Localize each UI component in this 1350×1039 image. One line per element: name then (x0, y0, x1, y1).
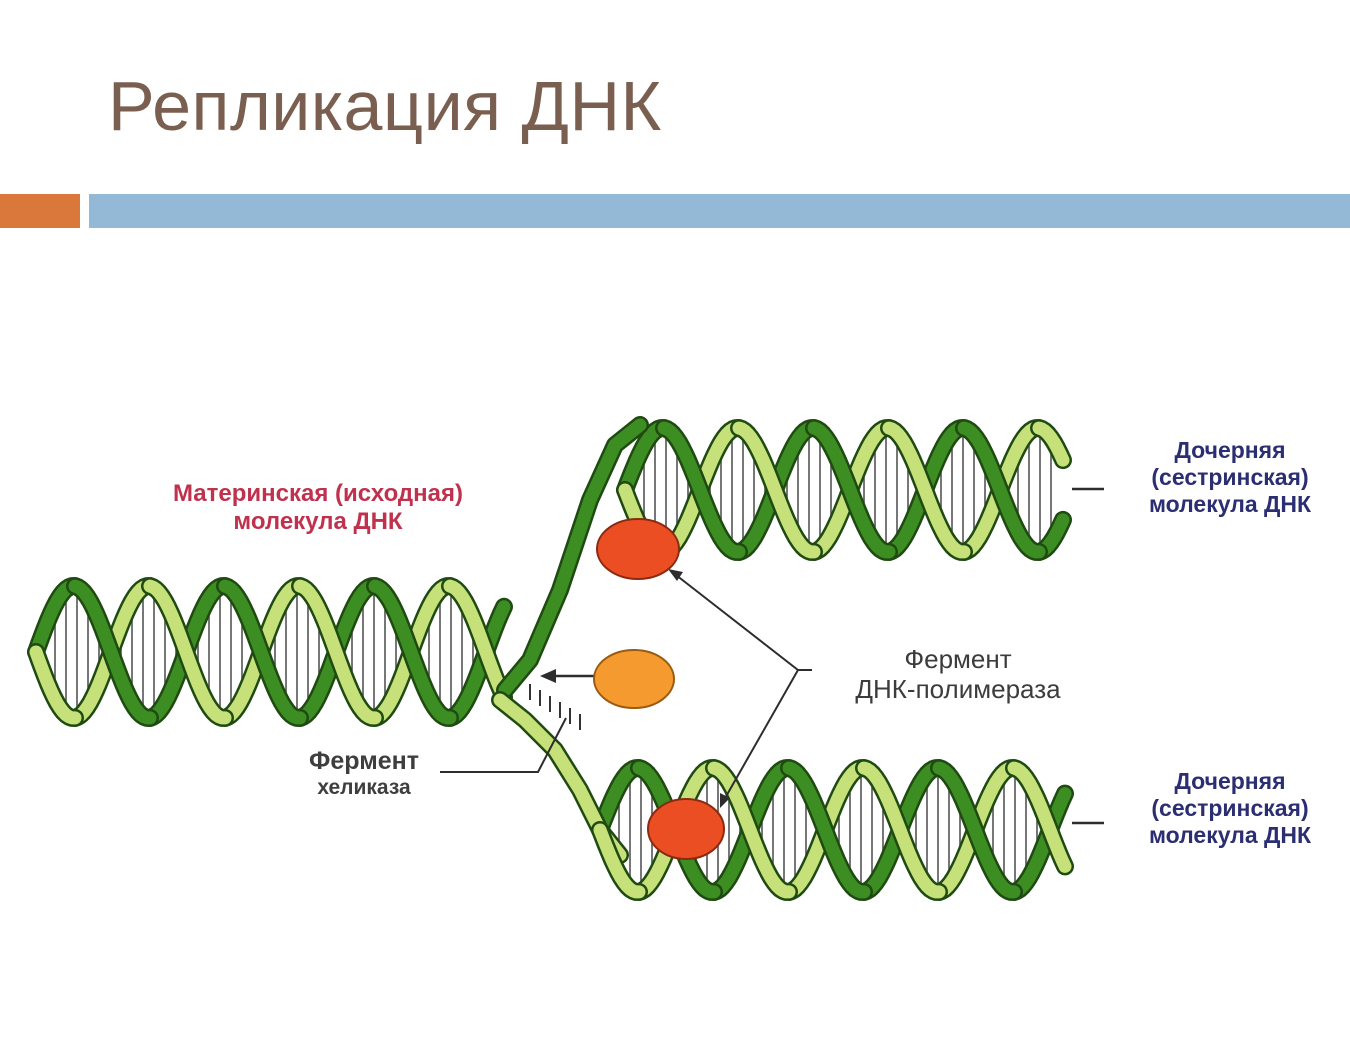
mother-light-strand (291, 577, 384, 727)
daughter-top-dark-strand (805, 419, 898, 561)
helicase-enzyme (593, 649, 675, 709)
daughter-top-line3: молекула ДНК (1148, 490, 1312, 517)
mother-light-strand (141, 577, 234, 727)
mother-label-line2: молекула ДНК (233, 508, 403, 536)
helicase-arrowhead (540, 669, 556, 683)
title-accent-orange (0, 194, 80, 228)
daughter-top-line1: Дочерняя (1174, 437, 1286, 463)
helicase-label: Фермент хеликаза (264, 747, 464, 801)
helicase-label-line2: хеликаза (317, 776, 411, 800)
dna-polymerase-bottom (647, 798, 725, 860)
dna-polymerase-top (596, 518, 680, 580)
daughter-bottom-dark-strand (930, 759, 1023, 901)
daughter-top-light-strand (1030, 419, 1072, 470)
strands-front (27, 416, 1074, 901)
helicase-fork-teeth (529, 684, 581, 730)
polymerase-label: Фермент ДНК-полимераза (808, 644, 1108, 705)
polymerase-label-line2: ДНК-полимераза (855, 674, 1061, 705)
daughter-bottom-dark-strand (780, 759, 873, 901)
mother-dark-strand (216, 577, 309, 727)
daughter-top-line2: (сестринская) (1151, 463, 1309, 490)
daughter-bottom-dark-strand (1005, 784, 1074, 901)
mother-light-strand (27, 643, 84, 727)
daughter-bottom-light-strand (591, 821, 648, 901)
polymerase-leader-top (675, 574, 812, 671)
daughter-bottom-line1: Дочерняя (1174, 768, 1286, 794)
helicase-leader (440, 717, 567, 773)
mother-molecule-label: Материнская (исходная) молекула ДНК (118, 480, 518, 536)
enzymes (593, 518, 725, 860)
daughter-top-dark-strand (955, 419, 1048, 561)
daughter-top-dark-strand (655, 419, 748, 561)
daughter-bottom-light-strand (705, 759, 798, 901)
fork-upper-strand (496, 416, 649, 699)
polymerase-label-line1: Фермент (904, 644, 1012, 674)
polymerase-arrowhead-bottom (720, 793, 730, 808)
daughter-top-light-strand (880, 419, 973, 561)
daughter-bottom-line3: молекула ДНК (1148, 821, 1312, 848)
daughter-top-light-strand (730, 419, 823, 561)
mother-dark-strand (441, 597, 513, 727)
mother-dark-strand (366, 577, 459, 727)
pointer-lines (440, 487, 1104, 825)
mother-light-strand (441, 577, 513, 707)
mother-label-line1: Материнская (исходная) (173, 480, 463, 507)
title-accent-blue (89, 194, 1350, 228)
polymerase-leader-bottom (723, 669, 799, 801)
helicase-label-line1: Фермент (309, 747, 419, 775)
daughter-bottom-label: Дочерняя (сестринская) молекула ДНК (1110, 768, 1350, 849)
daughter-bottom-light-strand (855, 759, 948, 901)
slide-title: Репликация ДНК (108, 67, 662, 145)
mother-dark-strand (66, 577, 159, 727)
polymerase-arrowhead-top (668, 569, 683, 581)
daughter-bottom-light-strand (1005, 759, 1074, 876)
daughter-bottom-line2: (сестринская) (1151, 794, 1309, 821)
daughter-top-label: Дочерняя (сестринская) молекула ДНК (1110, 437, 1350, 518)
